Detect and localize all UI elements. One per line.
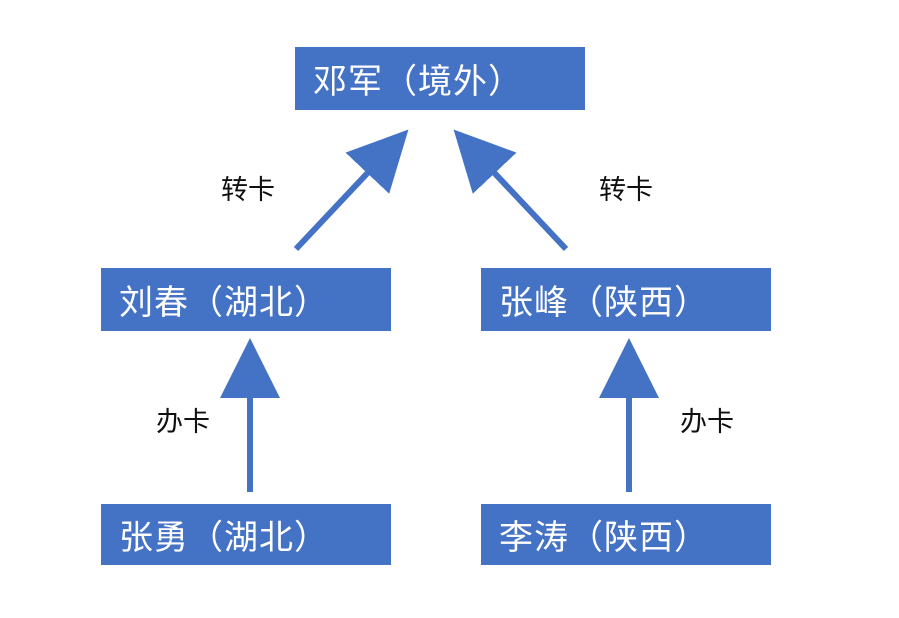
node-bottom-right-label: 李涛（陕西） <box>499 518 709 558</box>
node-mid-right-label: 张峰（陕西） <box>499 283 709 323</box>
arrow-mid-right-to-top <box>453 129 569 252</box>
arrow-mid-left-to-top <box>293 129 409 252</box>
node-top: 邓军（境外） <box>295 47 585 110</box>
node-bottom-left: 张勇（湖北） <box>101 504 391 565</box>
node-mid-right: 张峰（陕西） <box>481 268 771 331</box>
node-top-label: 邓军（境外） <box>313 62 523 102</box>
edge-label-transfer-right: 转卡 <box>599 175 653 206</box>
node-mid-left-label: 刘春（湖北） <box>119 283 329 323</box>
edge-label-issue-right: 办卡 <box>680 407 734 438</box>
edge-label-issue-left: 办卡 <box>156 407 210 438</box>
node-bottom-right: 李涛（陕西） <box>481 504 771 565</box>
node-bottom-left-label: 张勇（湖北） <box>119 518 329 558</box>
edge-label-transfer-left: 转卡 <box>221 175 275 206</box>
node-mid-left: 刘春（湖北） <box>101 268 391 331</box>
